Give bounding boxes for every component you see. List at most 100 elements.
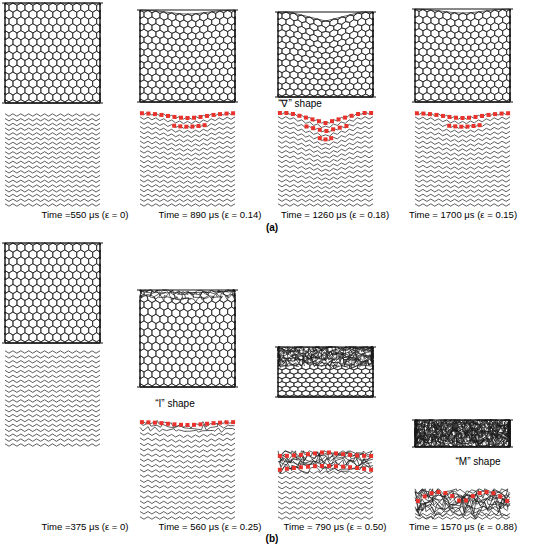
honeycomb-cell bbox=[373, 88, 374, 96]
cell-wall-line bbox=[5, 128, 100, 130]
red-marker bbox=[506, 111, 510, 115]
honeycomb-cell bbox=[200, 384, 208, 387]
cell-wall-line bbox=[278, 117, 373, 128]
honeycomb-cells bbox=[415, 9, 510, 102]
cell-wall-line bbox=[140, 165, 235, 169]
cell-wall-line bbox=[140, 117, 235, 124]
cell-wall-line bbox=[5, 166, 100, 168]
honeycomb-cell bbox=[171, 299, 181, 305]
red-marker bbox=[447, 124, 451, 128]
honeycomb-cell bbox=[314, 30, 322, 37]
honeycomb-cell bbox=[223, 290, 232, 298]
red-marker bbox=[487, 113, 491, 117]
honeycomb-cell bbox=[338, 28, 346, 35]
honeycomb-cell bbox=[354, 13, 362, 21]
honeycomb-cell bbox=[9, 340, 17, 343]
red-marker bbox=[493, 112, 497, 116]
platen-line bbox=[2, 243, 103, 244]
cell-wall-line bbox=[278, 199, 373, 202]
cell-wall-line bbox=[140, 146, 235, 151]
honeycomb-cell bbox=[33, 340, 41, 343]
honeycomb-cell bbox=[322, 21, 330, 28]
cell-wall-line bbox=[5, 142, 100, 144]
honeycomb-cell bbox=[25, 100, 33, 103]
cell-wall-line bbox=[5, 199, 100, 201]
cell-wall-line bbox=[5, 147, 100, 149]
red-marker bbox=[318, 136, 322, 140]
cell-wall-line bbox=[140, 141, 235, 147]
red-marker bbox=[178, 124, 182, 128]
honeycomb-cell bbox=[373, 390, 374, 396]
honeycomb-cell bbox=[100, 340, 101, 343]
honeycomb-cell bbox=[371, 360, 373, 366]
honeycomb-cell bbox=[57, 340, 65, 343]
cell-wall-line bbox=[415, 151, 510, 156]
honeycomb-cell bbox=[302, 360, 310, 369]
honeycomb-cell bbox=[89, 100, 97, 103]
red-marker bbox=[197, 124, 201, 128]
honeycomb-cells bbox=[140, 10, 235, 102]
cell-wall-line bbox=[415, 112, 510, 119]
red-marker bbox=[329, 136, 333, 140]
cell-wall-line bbox=[415, 131, 510, 137]
honeycomb-cell bbox=[373, 390, 374, 396]
side-view-panel bbox=[415, 111, 510, 206]
side-view-panel bbox=[278, 111, 373, 206]
honeycomb-panel bbox=[275, 347, 376, 397]
red-marker bbox=[203, 123, 207, 127]
honeycomb-cells bbox=[5, 243, 100, 343]
cell-wall-line bbox=[278, 146, 373, 154]
cell-wall-line bbox=[5, 156, 100, 158]
cell-wall-line bbox=[278, 165, 373, 171]
honeycomb-cell bbox=[33, 100, 41, 103]
cell-wall-line bbox=[5, 119, 100, 121]
honeycomb-cell bbox=[73, 340, 81, 343]
platen-line bbox=[275, 12, 376, 13]
red-marker bbox=[330, 119, 334, 123]
red-marker bbox=[184, 125, 188, 129]
platen-line bbox=[2, 3, 103, 4]
honeycomb-cell bbox=[168, 384, 176, 387]
red-marker bbox=[166, 114, 170, 118]
honeycomb-cell bbox=[164, 296, 174, 304]
red-marker bbox=[434, 113, 438, 117]
honeycomb-cell bbox=[306, 17, 314, 24]
cell-wall-line bbox=[415, 204, 510, 206]
cell-wall-line bbox=[415, 184, 510, 187]
cell-wall-line bbox=[278, 136, 373, 145]
red-marker bbox=[311, 126, 315, 130]
cell-wall-line bbox=[415, 170, 510, 174]
red-marker bbox=[480, 114, 484, 118]
cell-wall-line bbox=[5, 114, 100, 116]
red-marker bbox=[459, 125, 463, 129]
red-marker bbox=[305, 124, 309, 128]
red-marker bbox=[186, 116, 190, 120]
honeycomb-cells bbox=[5, 3, 100, 103]
cell-wall-line bbox=[415, 165, 510, 169]
honeycomb-cell bbox=[373, 88, 374, 96]
honeycomb-cell bbox=[294, 20, 302, 28]
cell-wall-line bbox=[415, 175, 510, 179]
honeycomb-cell bbox=[73, 100, 81, 103]
red-marker bbox=[159, 113, 163, 117]
platen-line bbox=[412, 9, 513, 10]
cell-wall-line bbox=[5, 161, 100, 163]
honeycomb-cell bbox=[306, 28, 314, 35]
red-marker bbox=[467, 116, 471, 120]
side-view-panel bbox=[140, 111, 235, 206]
red-marker bbox=[337, 117, 341, 121]
honeycomb-cell bbox=[188, 298, 196, 304]
cell-wall-line bbox=[278, 141, 373, 149]
honeycomb-cell bbox=[203, 296, 214, 304]
red-marker bbox=[317, 119, 321, 123]
cell-wall-line bbox=[278, 189, 373, 193]
red-marker bbox=[310, 117, 314, 121]
honeycomb-cell bbox=[100, 100, 101, 103]
honeycomb-cell bbox=[180, 298, 189, 305]
red-marker bbox=[199, 115, 203, 119]
honeycomb-cell bbox=[342, 22, 350, 29]
honeycomb-cell bbox=[192, 384, 200, 387]
red-marker bbox=[415, 111, 419, 115]
red-marker bbox=[369, 111, 373, 115]
